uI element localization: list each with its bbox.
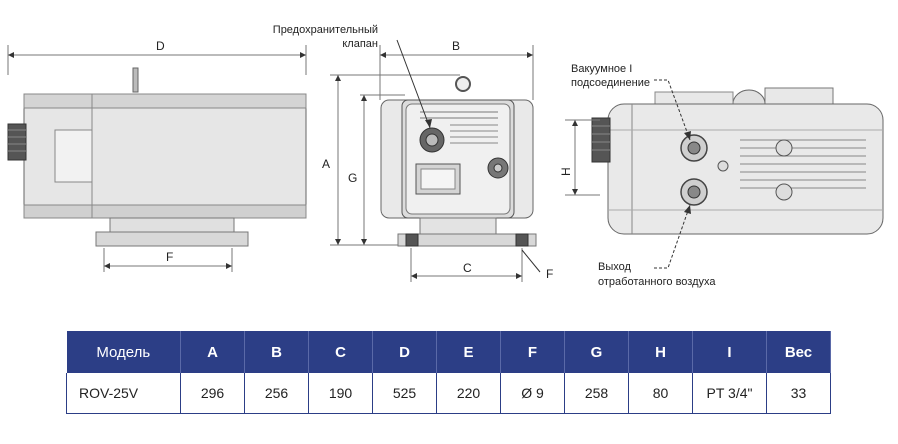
dim-f-side-label: F [166,250,173,264]
vacuum-connection-label-2: подсоединение [571,77,650,89]
dim-g-label: G [348,171,357,185]
dim-c-label: C [463,261,472,275]
cell-e: 220 [436,373,501,414]
spec-table-header: Модель A B C D E F G H I Вес [66,331,831,373]
cell-d: 525 [372,373,437,414]
top-view [565,79,884,269]
dim-a-label: A [322,157,330,171]
dim-f-front-label: F [546,267,553,281]
col-header-f: F [500,331,565,373]
col-header-a: A [180,331,245,373]
side-view [7,45,307,272]
col-header-i: I [692,331,767,373]
col-header-d: D [372,331,437,373]
cell-c: 190 [308,373,373,414]
col-header-model: Модель [66,331,181,373]
cell-f: Ø 9 [500,373,565,414]
spec-table: Модель A B C D E F G H I Вес ROV-25V 296… [66,331,831,414]
table-row: ROV-25V 296 256 190 525 220 Ø 9 258 80 P… [66,373,831,414]
cell-h: 80 [628,373,693,414]
cell-model: ROV-25V [66,373,181,414]
cell-i: PT 3/4" [692,373,767,414]
vacuum-connection-label: Вакуумное I [571,63,632,75]
safety-valve-label: Предохранительный [273,24,378,36]
col-header-e: E [436,331,501,373]
front-view [330,39,541,282]
dim-b-label: B [452,39,460,53]
dim-h-label: H [559,167,573,176]
exhaust-label-2: отработанного воздуха [598,276,716,288]
col-header-c: C [308,331,373,373]
col-header-weight: Вес [766,331,831,373]
technical-drawing: D F [7,24,884,288]
exhaust-label: Выход [598,261,631,273]
cell-g: 258 [564,373,629,414]
safety-valve-label-2: клапан [342,38,378,50]
cell-b: 256 [244,373,309,414]
cell-a: 296 [180,373,245,414]
col-header-b: B [244,331,309,373]
col-header-g: G [564,331,629,373]
dim-d-label: D [156,39,165,53]
col-header-h: H [628,331,693,373]
cell-weight: 33 [766,373,831,414]
